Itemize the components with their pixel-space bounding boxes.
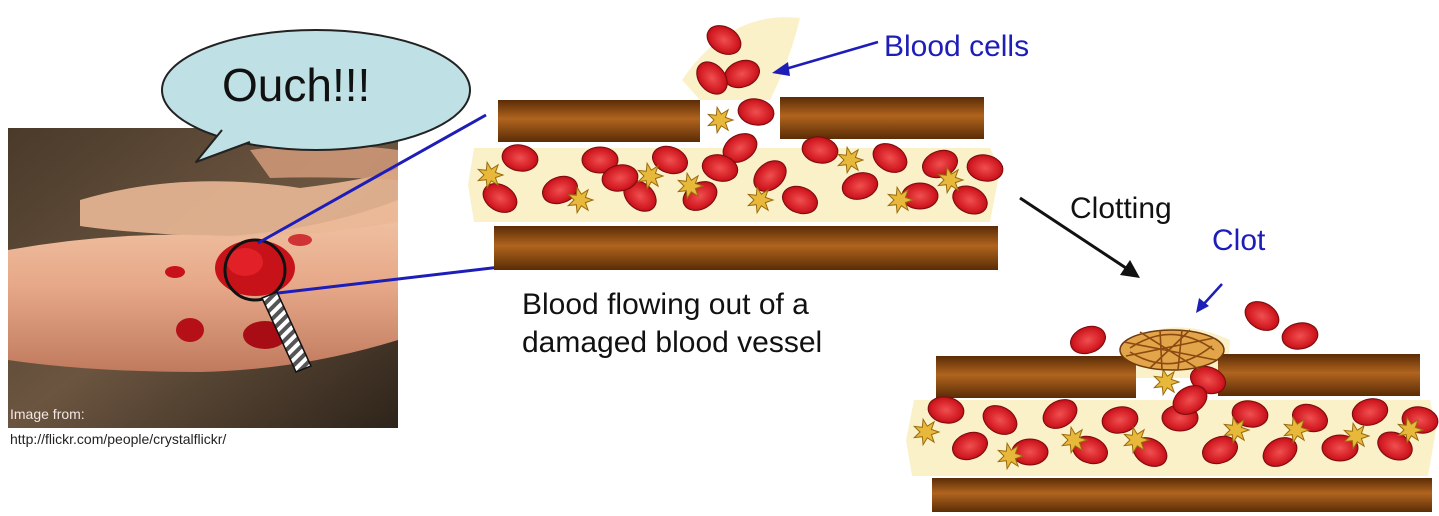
fibrin-clot	[1120, 330, 1224, 370]
clot-label: Clot	[1212, 226, 1265, 256]
photo-credit-heading: Image from:	[10, 407, 85, 421]
red-blood-cell	[902, 183, 938, 209]
platelet	[708, 107, 733, 132]
speech-bubble-text: Ouch!!!	[222, 62, 370, 108]
vessel-wall-top-left	[936, 356, 1136, 398]
red-blood-cell	[1280, 320, 1320, 352]
red-blood-cell	[1067, 322, 1110, 359]
vessel-wall-bottom	[494, 226, 998, 270]
blood-cells-label: Blood cells	[884, 32, 1029, 62]
vessel-wall-top-right	[780, 97, 984, 139]
finger-photo	[8, 128, 398, 428]
flow-caption-line-1: Blood flowing out of a	[522, 286, 822, 324]
red-blood-cell	[736, 96, 776, 128]
vessel-wall-top-right	[1218, 354, 1420, 396]
clot-pointer	[1196, 284, 1222, 313]
flow-caption: Blood flowing out of a damaged blood ves…	[522, 286, 822, 362]
clotting-label: Clotting	[1070, 194, 1172, 224]
vessel-wall-top-left	[498, 100, 700, 142]
clotted-vessel	[906, 296, 1439, 512]
red-blood-cell	[1012, 439, 1048, 465]
photo-credit-url: http://flickr.com/people/crystalflickr/	[10, 432, 226, 446]
flow-caption-line-2: damaged blood vessel	[522, 324, 822, 362]
vessel-wall-bottom	[932, 478, 1432, 512]
red-blood-cell	[1240, 296, 1284, 337]
